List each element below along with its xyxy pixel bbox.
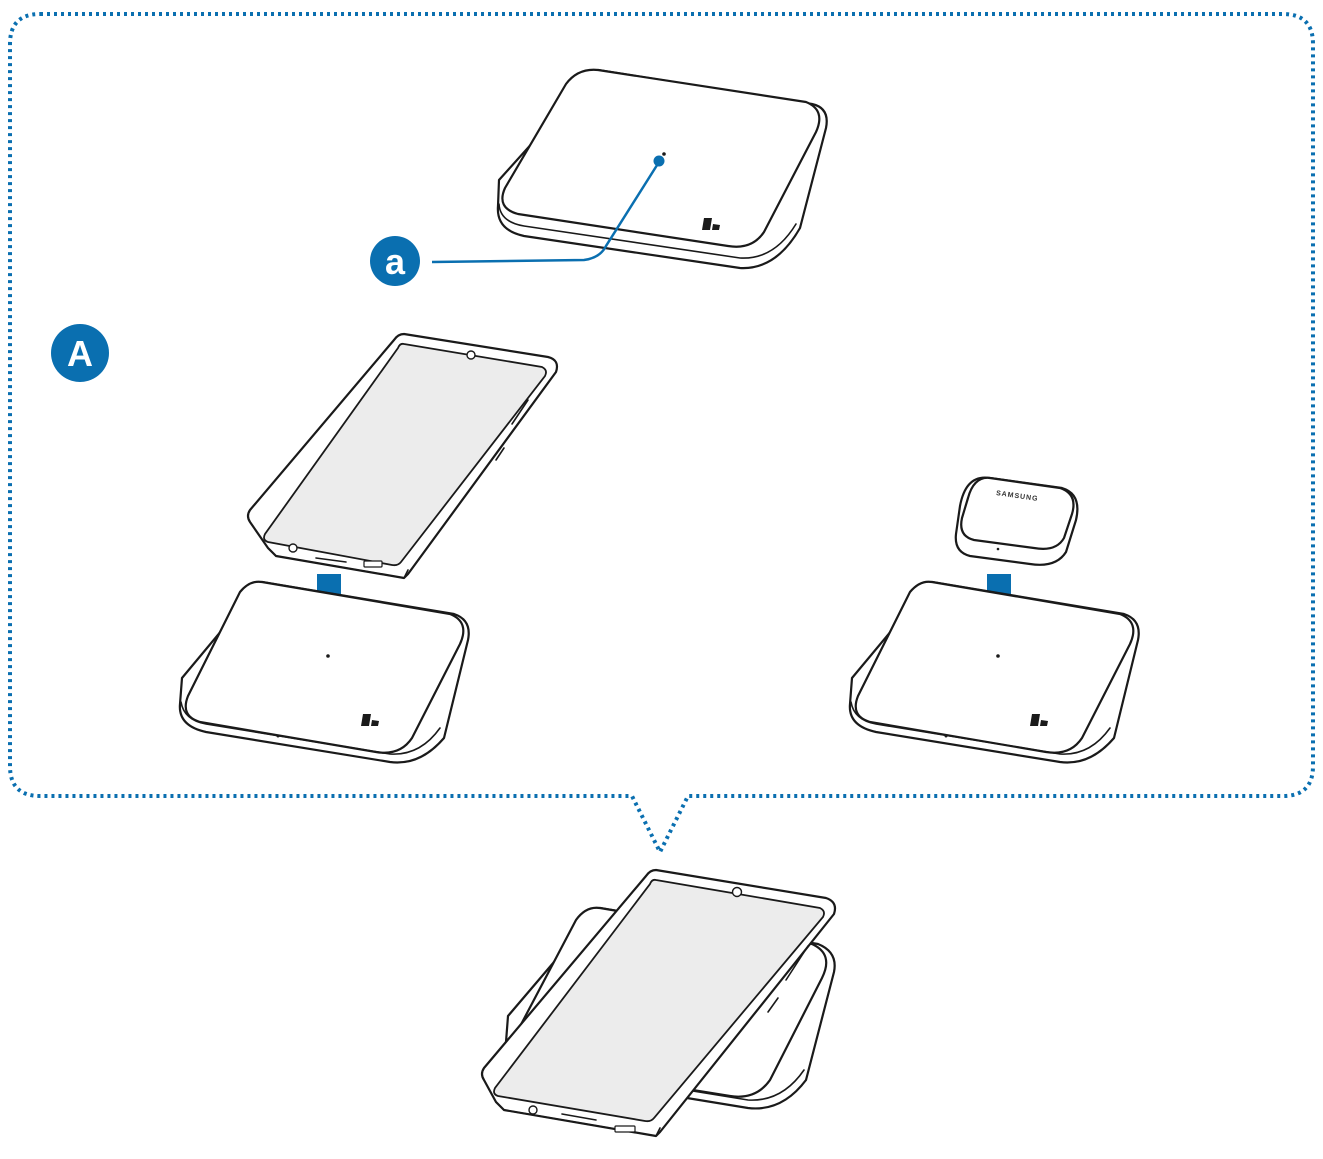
- logo-mark-icon: [702, 218, 720, 230]
- smartphone-icon: [480, 868, 837, 1138]
- leader-dot: [653, 155, 665, 167]
- logo-mark-icon: [1030, 714, 1048, 726]
- led-indicator-icon: [996, 654, 1000, 658]
- section-callout-badge: A: [51, 324, 109, 382]
- section-callout-label: A: [67, 333, 93, 374]
- charging-pad-icon: [496, 68, 828, 270]
- part-callout-label: a: [385, 241, 406, 282]
- callout-dotted-border: [8, 12, 1315, 857]
- leader-line-a: [431, 161, 661, 264]
- charging-pad-icon: [848, 580, 1140, 764]
- earbuds-case-icon: SAMSUNG: [954, 476, 1079, 566]
- charging-pad-icon: [178, 580, 470, 764]
- led-indicator-icon: [662, 152, 666, 156]
- logo-mark-icon: [361, 714, 379, 726]
- led-indicator-icon: [326, 654, 330, 658]
- smartphone-icon: [246, 332, 559, 580]
- part-callout-badge: a: [370, 236, 420, 286]
